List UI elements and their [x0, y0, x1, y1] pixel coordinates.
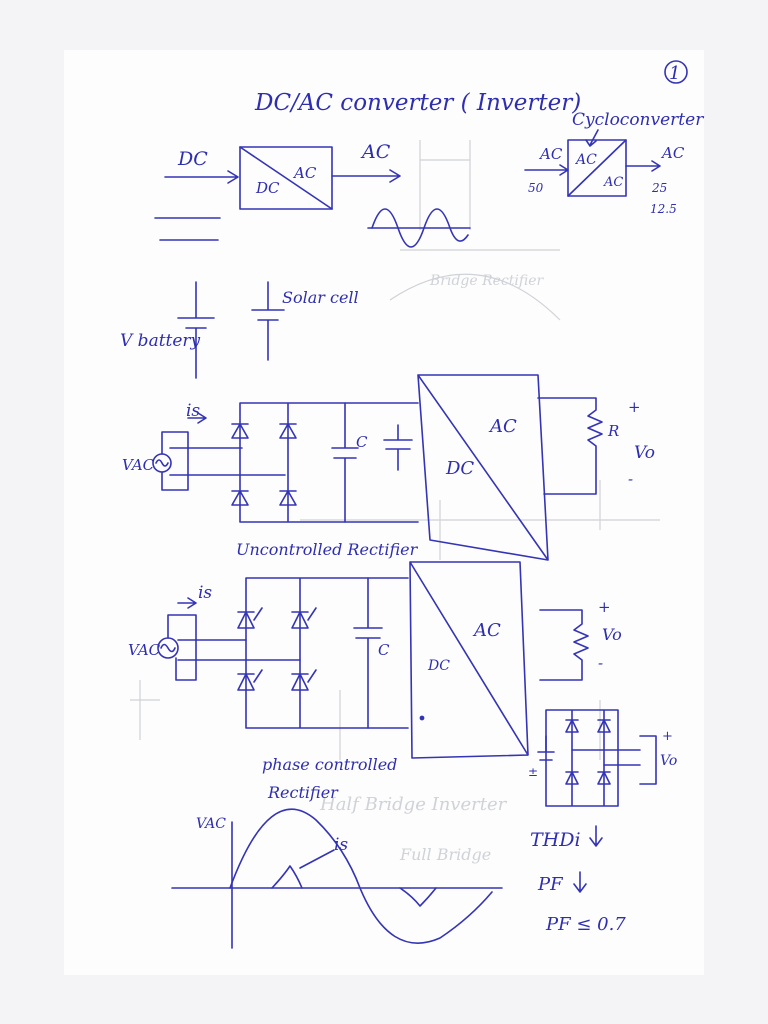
cyclo-title: Cycloconverter [572, 110, 704, 130]
c2-vac: VAC [128, 641, 161, 659]
ghost-text-3: Full Bridge [399, 845, 491, 864]
wave-is: is [334, 835, 348, 855]
battery-label: V battery [120, 331, 201, 351]
c2-small-plus: + [662, 729, 673, 744]
show-through: Half Bridge Inverter Bridge Rectifier Fu… [130, 140, 660, 864]
cyclo-in-label: AC [538, 145, 563, 163]
ghost-text-1: Half Bridge Inverter [319, 794, 508, 815]
c2-plus: + [598, 598, 611, 616]
c1-plus: + [628, 398, 641, 416]
block1-upper: AC [292, 164, 317, 182]
c2-upper: AC [472, 620, 501, 641]
phase-controlled-rectifier-circuit: is VAC C AC DC + Vo - phase controlled R… [128, 561, 677, 807]
c1-r: R [607, 422, 619, 440]
current-waveform: VAC is [171, 808, 503, 949]
c2-small-cap: ± [528, 765, 538, 779]
c2-small-vo: Vo [660, 753, 677, 769]
c1-vo: Vo [634, 443, 655, 463]
c1-caption: Uncontrolled Rectifier [236, 540, 419, 559]
note-thd: THDi [530, 829, 581, 851]
c1-lower: DC [445, 458, 474, 479]
c1-minus: - [628, 470, 633, 488]
c2-caption-1: phase controlled [262, 755, 397, 774]
note-pf-limit: PF ≤ 0.7 [545, 914, 626, 935]
cyclo-in-freq: 50 [528, 181, 544, 195]
solar-label: Solar cell [282, 288, 359, 307]
page-number: 1 [669, 63, 680, 84]
block1-in-label: DC [177, 148, 208, 170]
c2-vo: Vo [602, 625, 622, 644]
c1-upper: AC [488, 416, 517, 437]
ghost-text-2: Bridge Rectifier [429, 273, 545, 289]
c2-cap: C [378, 641, 390, 659]
inverter-block: DC AC DC AC [154, 141, 471, 248]
cycloconverter-block: Cycloconverter AC 50 AC AC AC 25 12.5 [524, 110, 704, 216]
c1-vac: VAC [122, 456, 155, 474]
c1-is: is [186, 401, 200, 421]
cyclo-out-label: AC [660, 144, 685, 162]
uncontrolled-rectifier-circuit: is VAC C AC DC R + Vo - Uncontrolled Rec… [122, 374, 655, 561]
solar-cell-symbol: Solar cell [251, 281, 359, 361]
cyclo-lower: AC [603, 175, 623, 190]
c1-cap: C [356, 433, 368, 451]
battery-symbol: V battery [120, 281, 215, 379]
c2-caption-2: Rectifier [267, 783, 339, 802]
wave-vac: VAC [196, 816, 226, 832]
block1-lower: DC [255, 179, 280, 197]
c2-is: is [198, 583, 212, 603]
cyclo-out-freq2: 12.5 [650, 202, 677, 216]
cyclo-out-freq1: 25 [651, 181, 667, 195]
note-pf: PF [537, 874, 564, 895]
notes: THDi PF PF ≤ 0.7 [530, 825, 626, 935]
page-title: DC/AC converter ( Inverter) [254, 90, 581, 116]
paper-sheet [64, 50, 704, 975]
c2-minus: - [598, 654, 603, 672]
c2-lower: DC [427, 658, 450, 674]
block1-out-label: AC [360, 141, 391, 163]
page-number-circle [664, 60, 688, 84]
cyclo-upper: AC [574, 152, 597, 168]
